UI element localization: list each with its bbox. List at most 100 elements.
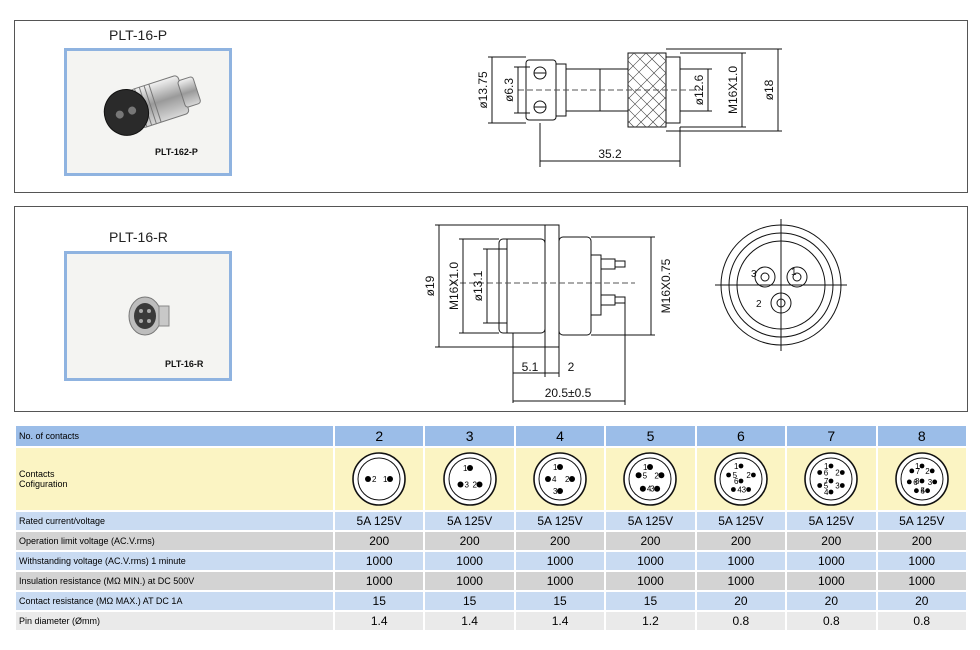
row-label: Rated current/voltage (16, 512, 333, 530)
table-cell: 200 (335, 532, 424, 550)
table-cell: 1.2 (606, 612, 695, 630)
contact-count-header: 8 (877, 426, 966, 446)
table-cell: 1000 (515, 552, 605, 570)
row-label: Withstanding voltage (AC.V.rms) 1 minute (16, 552, 333, 570)
table-cell: 5A 125V (787, 512, 876, 530)
row-label: No. of contacts (16, 426, 333, 446)
contact-count-header: 6 (696, 426, 786, 446)
table-cell: 200 (696, 532, 786, 550)
pin-number: 6 (734, 477, 739, 486)
pin-dot (557, 488, 564, 494)
table-cell: 1000 (787, 552, 876, 570)
pin-number: 2 (372, 475, 377, 484)
row-label: Pin diameter (Ømm) (16, 612, 333, 630)
table-cell: 1000 (606, 552, 695, 570)
table-cell: 1.4 (335, 612, 424, 630)
dim-label: ø6.3 (502, 78, 516, 102)
table-cell: 5A 125V (696, 512, 786, 530)
pin-number: 4 (647, 485, 652, 494)
contact-count-header: 3 (425, 426, 514, 446)
connector-inner-ring (719, 457, 763, 501)
pin-dot (569, 476, 576, 482)
receptacle-photo-illustration (128, 296, 170, 336)
pin-number: 5 (824, 482, 829, 491)
connector-inner-ring (809, 457, 853, 501)
row-label: Insulation resistance (MΩ MIN.) at DC 50… (16, 572, 333, 590)
pin-dot (828, 478, 834, 484)
table-cell: 200 (515, 532, 605, 550)
pin-number: 3 (651, 485, 656, 494)
pin-number: 2 (655, 471, 660, 480)
pin-dot (636, 472, 643, 479)
pin-dot (828, 489, 834, 495)
pin-number: 2 (925, 467, 930, 476)
table-row: Withstanding voltage (AC.V.rms) 1 minute… (16, 552, 966, 570)
connector-inner-ring (357, 457, 401, 501)
table-cell: 1000 (696, 572, 786, 590)
pin-number: 3 (553, 487, 558, 496)
pin-number: 3 (741, 486, 746, 495)
pin-number: 2 (836, 469, 841, 478)
pin-dot (909, 468, 914, 474)
dim-label: ø18 (762, 79, 776, 100)
product-photo: PLT-16-R (64, 251, 232, 381)
dim-label: 20.5±0.5 (545, 386, 592, 400)
pin-number: 1 (553, 463, 558, 472)
pin-dot (929, 468, 935, 474)
dim-label: 5.1 (522, 360, 539, 374)
pin-dot (640, 485, 647, 492)
connector-outline (533, 452, 587, 506)
model-title: PLT-16-R (109, 229, 168, 245)
pin-dot (817, 483, 823, 488)
table-cell: 15 (515, 592, 605, 610)
table-cell: 5A 125V (335, 512, 424, 530)
pin-dot (746, 487, 751, 492)
table-cell: 200 (606, 532, 695, 550)
dim-label: M16X0.75 (659, 258, 673, 313)
pin-diagram-icon: 12 (352, 452, 407, 506)
plug-photo-illustration (103, 75, 201, 136)
table-cell: 1.4 (515, 612, 605, 630)
table-cell: 1.4 (425, 612, 514, 630)
pin-number: 7 (824, 477, 829, 486)
pin-diagram-icon: 123 (442, 452, 497, 506)
pin-number: 2 (746, 471, 751, 480)
pin-dot (932, 479, 937, 485)
pin-dot (466, 465, 473, 471)
connector-inner-ring (448, 457, 492, 501)
pin-number: 2 (565, 475, 570, 484)
table-cell: 0.8 (877, 612, 966, 630)
pin-dot (476, 481, 483, 488)
pin-number: 2 (472, 481, 477, 490)
connector-outline (623, 452, 678, 506)
pin-number: 4 (824, 488, 829, 497)
table-cell: 0.8 (696, 612, 786, 630)
contact-count-header: 5 (606, 426, 695, 446)
connector-inner-ring (900, 457, 944, 501)
pin-dot (828, 463, 834, 469)
pin-dot (924, 488, 930, 494)
pin-label: 3 (751, 269, 757, 280)
table-cell: 200 (425, 532, 514, 550)
table-cell: 0.8 (787, 612, 876, 630)
pin-dot (647, 464, 654, 470)
table-cell: 15 (425, 592, 514, 610)
pin-number: 5 (732, 471, 737, 480)
row-label-line: Contacts (19, 469, 55, 479)
pin-number: 8 (915, 477, 920, 486)
pin-dot (919, 478, 925, 484)
table-row: Insulation resistance (MΩ MIN.) at DC 50… (16, 572, 966, 590)
table-cell: 1000 (515, 572, 605, 590)
plug-drawing-panel: PLT-16-P PLT-162-P (14, 20, 968, 193)
pin-number: 3 (464, 481, 469, 490)
